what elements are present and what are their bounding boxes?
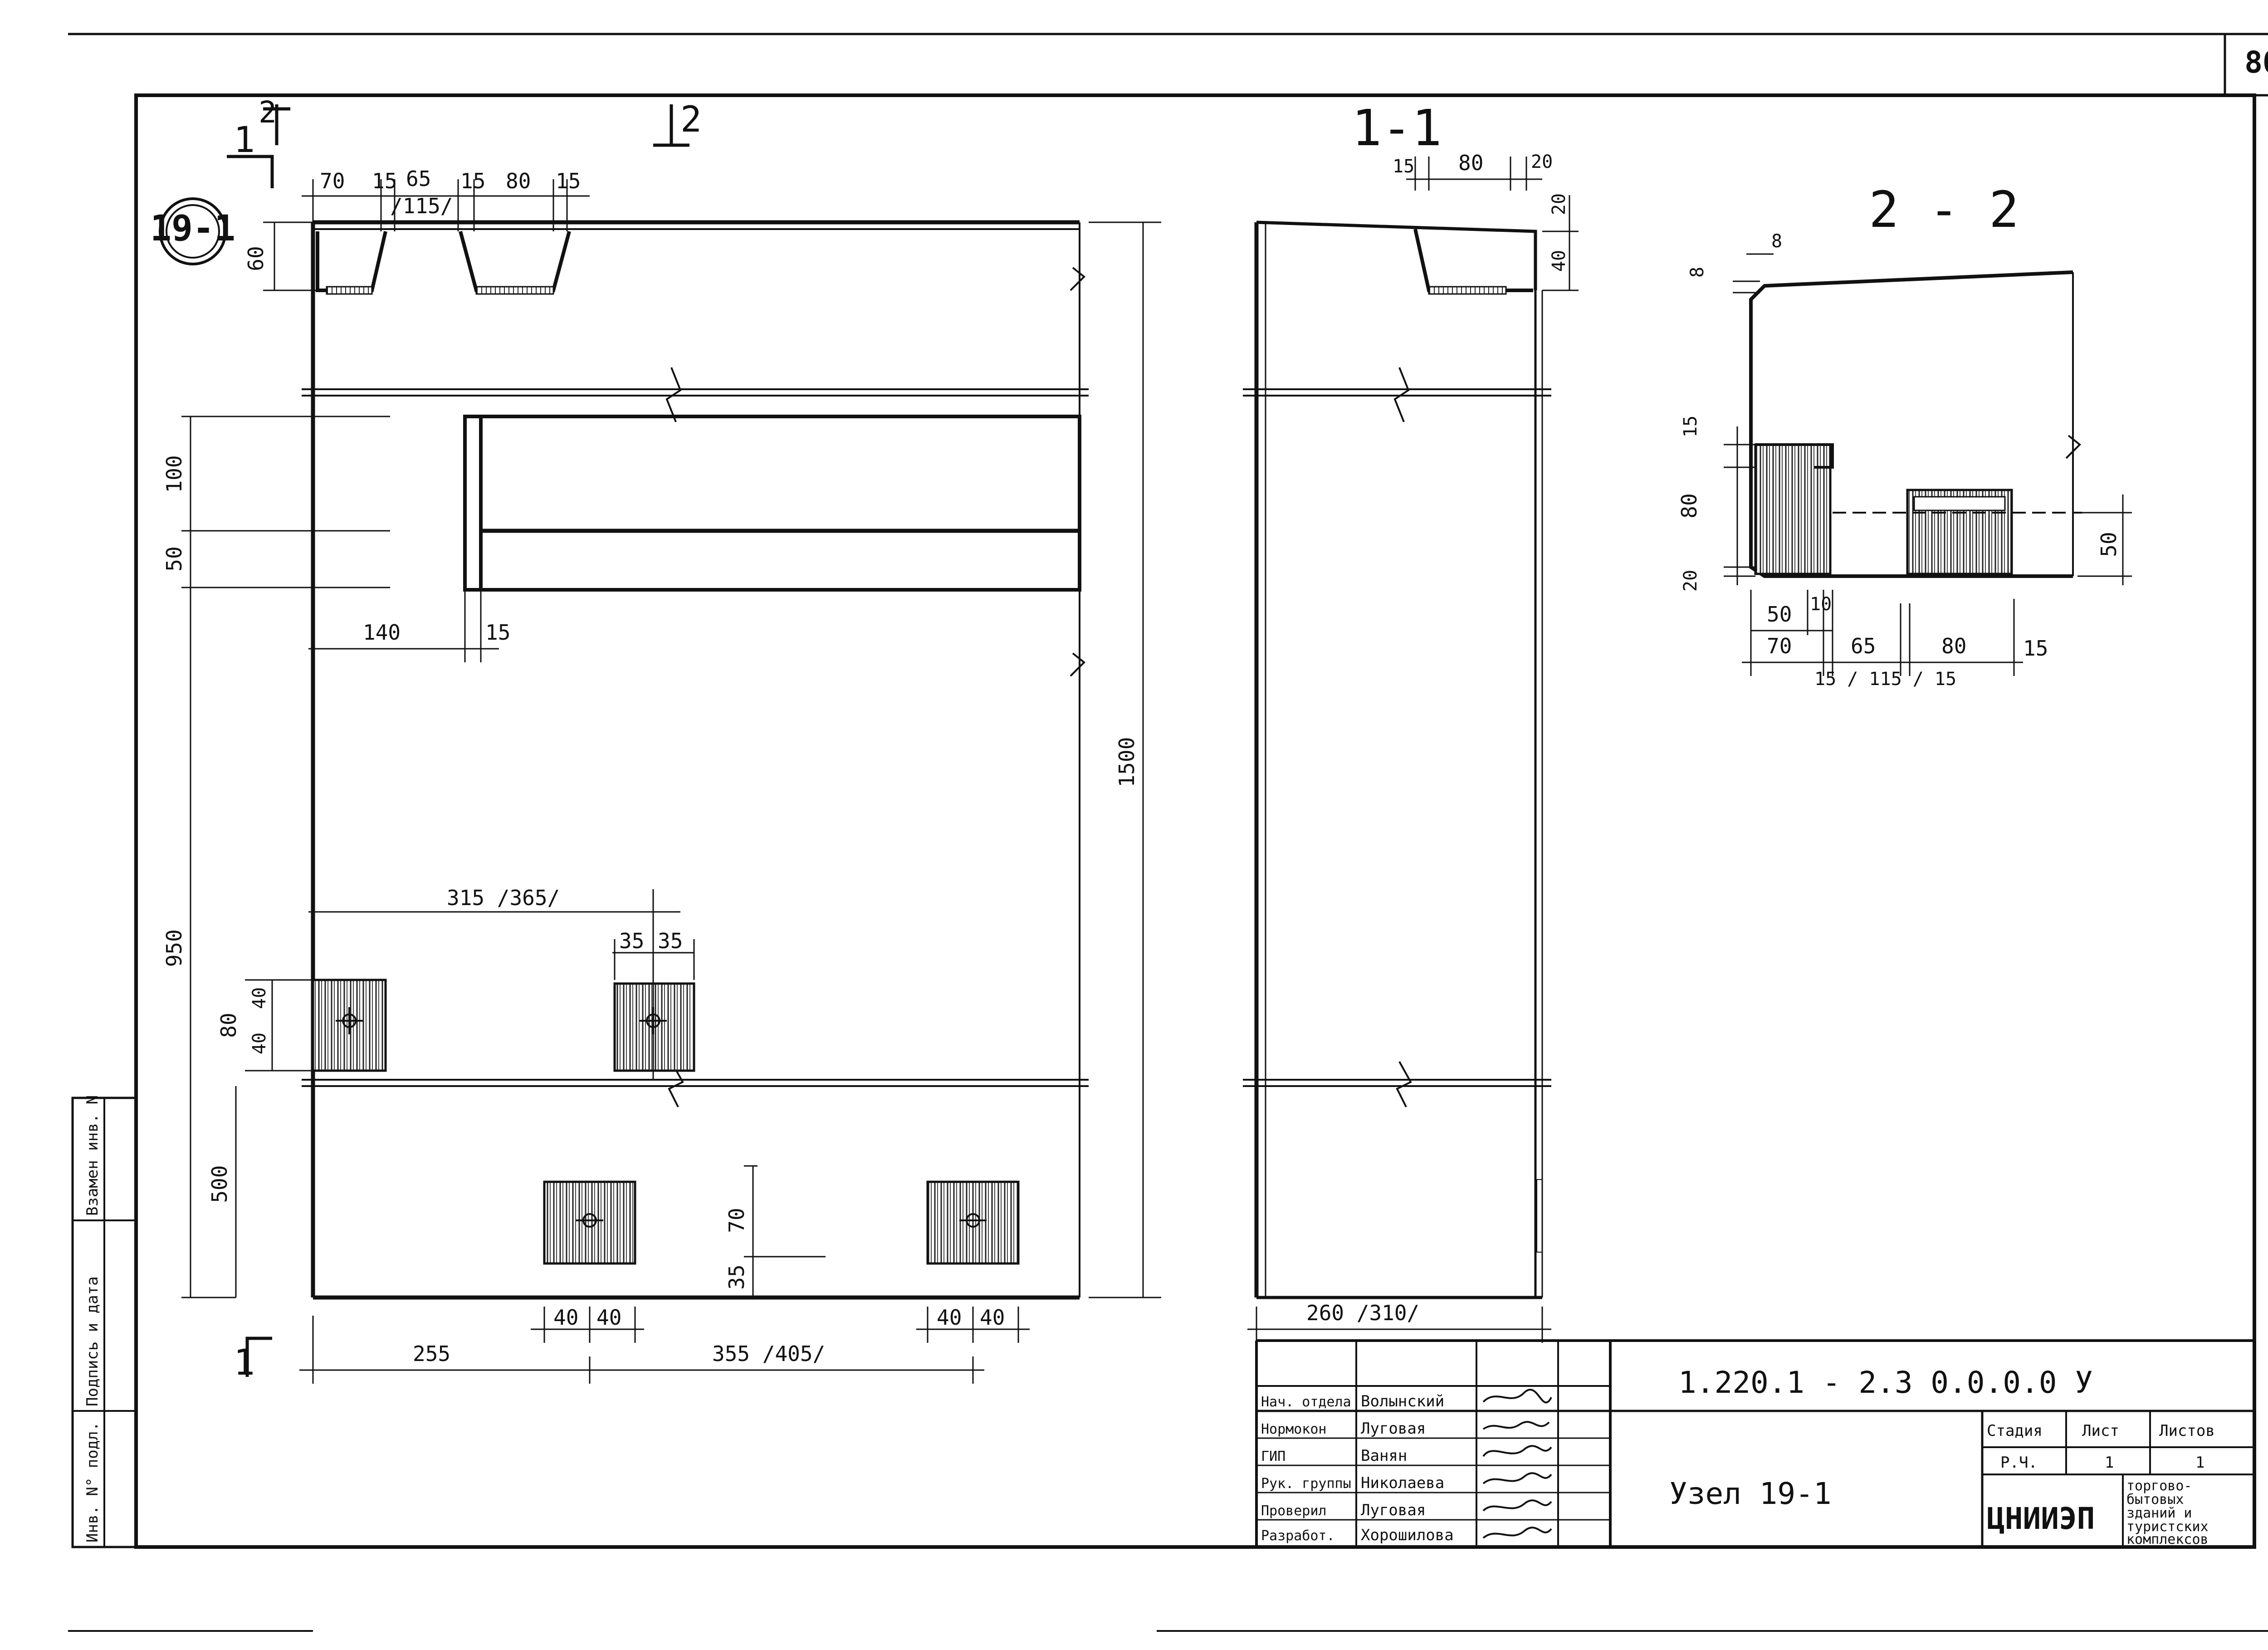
tb-role-1: Нормокон <box>1261 1421 1327 1437</box>
stage-header: Стадия <box>1987 1422 2043 1440</box>
stamp-inv-podl: Инв. N° подл. <box>83 1422 102 1542</box>
s22-dim-80: 80 <box>1677 493 1701 518</box>
dim-500: 500 <box>207 1165 232 1203</box>
dim-15d: 15 <box>485 620 510 645</box>
tb-name-2: Ванян <box>1361 1447 1407 1465</box>
dim-35b: 35 <box>658 929 683 953</box>
sheet-frame <box>68 33 2268 1632</box>
side-stamp: Инв. N° подл. Подпись и дата Взамен инв.… <box>71 1095 137 1548</box>
dim-115: /115/ <box>390 194 453 218</box>
section-1-1 <box>1243 157 1579 1343</box>
s22-dim-8a: 8 <box>1771 231 1782 252</box>
title-block <box>1255 1339 2254 1547</box>
dim-950: 950 <box>162 929 186 967</box>
s22-dim-15r: 15 <box>2023 636 2048 661</box>
tb-role-0: Нач. отдела <box>1261 1394 1351 1410</box>
stamp-vzamen: Взамен инв. N <box>83 1095 102 1216</box>
stamp-podpis-data: Подпись и дата <box>83 1276 102 1406</box>
cut-2-left: 2 <box>259 95 277 130</box>
node-marker: 19-1 <box>150 197 235 265</box>
sheet-value: 1 <box>2105 1454 2114 1472</box>
org-sub-0: торгово- <box>2126 1478 2192 1494</box>
dim-100: 100 <box>162 455 186 493</box>
dim-35a: 35 <box>619 929 644 953</box>
dim-40d: 40 <box>596 1305 621 1330</box>
s22-dim-65: 65 <box>1851 634 1876 658</box>
dim-80v: 80 <box>216 1013 241 1038</box>
dim-1500: 1500 <box>1114 737 1139 788</box>
org-sub-1: бытовых <box>2126 1492 2184 1508</box>
dim-15c: 15 <box>556 169 581 193</box>
s11-dim-20b: 20 <box>1549 193 1569 215</box>
org-name: ЦНИИЭП <box>1987 1501 2095 1536</box>
s22-dim-20: 20 <box>1680 570 1701 592</box>
title-block-text: 1.220.1 - 2.3 0.0.0.0 У Нач. отдела Волы… <box>1261 1365 2215 1547</box>
stage-value: Р.Ч. <box>2000 1454 2038 1472</box>
s22-dim-115: 15 / 115 / 15 <box>1814 669 1956 690</box>
tb-name-4: Луговая <box>1361 1501 1426 1519</box>
doc-code: 1.220.1 - 2.3 0.0.0.0 У <box>1678 1365 2093 1400</box>
dim-35v: 35 <box>724 1264 749 1289</box>
plan-view <box>181 104 1161 1384</box>
section-1-1-labels: 1-1 15 80 20 20 40 260 /310/ <box>1306 99 1569 1325</box>
cut-1-top: 1 <box>234 120 255 161</box>
node-name: Узел 19-1 <box>1669 1476 1832 1511</box>
dim-80: 80 <box>506 169 531 193</box>
org-sub-3: туристских <box>2126 1519 2209 1535</box>
sheets-header: Листов <box>2159 1422 2215 1440</box>
s22-dim-50v: 50 <box>2097 532 2121 557</box>
tb-role-2: ГИП <box>1261 1449 1286 1464</box>
dim-140: 140 <box>363 620 401 645</box>
dim-40b: 40 <box>249 1033 270 1054</box>
dim-70v: 70 <box>724 1208 749 1233</box>
dim-60: 60 <box>244 246 268 271</box>
node-marker-label: 19-1 <box>150 208 235 249</box>
section-2-2 <box>1724 253 2132 676</box>
org-sub-2: зданий и <box>2126 1505 2192 1521</box>
sheets-value: 1 <box>2195 1454 2204 1472</box>
tb-name-5: Хорошилова <box>1361 1526 1454 1544</box>
dim-40c: 40 <box>553 1305 578 1330</box>
s11-dim-20a: 20 <box>1531 152 1553 172</box>
dim-40a: 40 <box>249 987 270 1009</box>
dim-40e: 40 <box>937 1305 962 1330</box>
page-number: 80 <box>2244 45 2268 80</box>
dim-355: 355 /405/ <box>712 1342 825 1366</box>
tb-role-3: Рук. группы <box>1261 1476 1351 1492</box>
cut-2-right: 2 <box>680 99 702 140</box>
dim-15a: 15 <box>372 169 397 193</box>
dim-70: 70 <box>320 169 345 193</box>
s22-dim-50: 50 <box>1767 602 1792 627</box>
s11-dim-40: 40 <box>1549 250 1569 272</box>
tb-role-5: Разработ. <box>1261 1528 1335 1544</box>
s22-dim-80h: 80 <box>1941 634 1966 658</box>
s11-dim-15: 15 <box>1393 156 1414 177</box>
dim-255: 255 <box>413 1342 450 1366</box>
dim-65: 65 <box>406 166 431 191</box>
section-1-1-title: 1-1 <box>1352 99 1442 157</box>
dim-50: 50 <box>162 546 186 571</box>
dim-15b: 15 <box>460 169 485 193</box>
s11-dim-80: 80 <box>1458 151 1483 175</box>
dim-40f: 40 <box>980 1305 1005 1330</box>
section-2-2-labels: 2 - 2 8 8 15 80 20 50 50 10 70 65 80 15 … <box>1677 181 2121 690</box>
tb-name-0: Волынский <box>1361 1392 1444 1410</box>
plan-labels: 1 1 2 2 70 15 65 15 80 15 /115/ 60 100 5… <box>162 95 1139 1383</box>
tb-role-4: Проверил <box>1261 1503 1327 1519</box>
sheet-header: Лист <box>2082 1422 2119 1440</box>
s22-dim-70: 70 <box>1767 634 1792 658</box>
tb-name-1: Луговая <box>1361 1420 1426 1438</box>
tb-name-3: Николаева <box>1361 1474 1444 1492</box>
s22-dim-10: 10 <box>1810 594 1832 615</box>
dim-315: 315 /365/ <box>447 886 560 910</box>
section-2-2-title: 2 - 2 <box>1869 181 2019 239</box>
s11-dim-260: 260 /310/ <box>1306 1301 1419 1325</box>
s22-dim-8b: 8 <box>1687 267 1708 278</box>
cut-1-bottom: 1 <box>234 1342 255 1383</box>
org-sub-4: комплексов <box>2126 1532 2209 1547</box>
s22-dim-15: 15 <box>1680 416 1701 437</box>
